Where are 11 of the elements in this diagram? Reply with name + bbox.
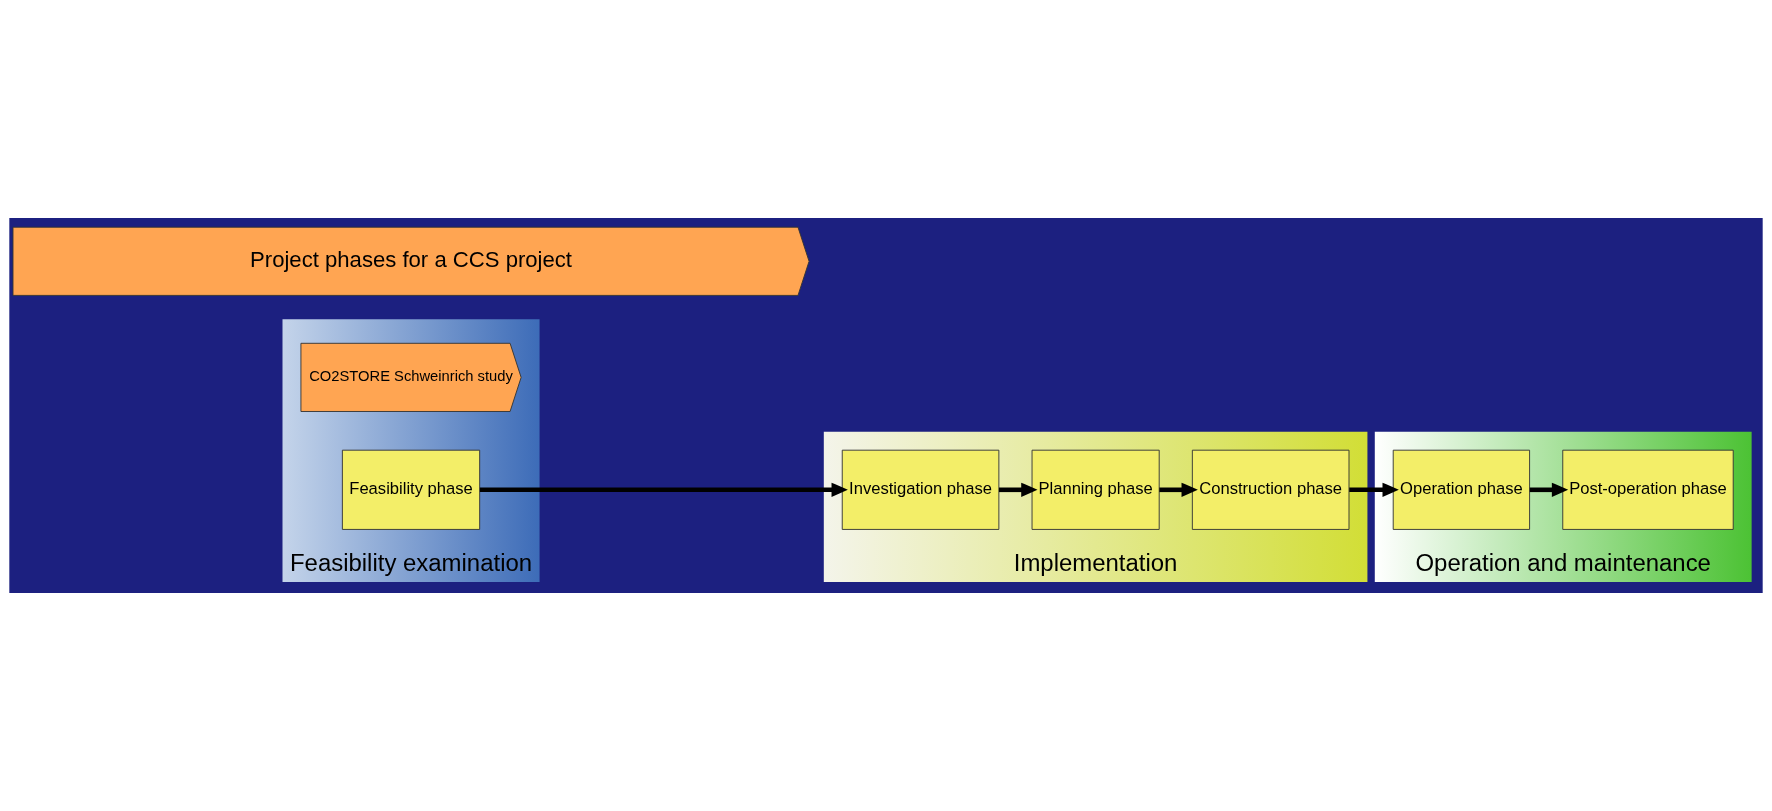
- node-box: Construction phase: [1191, 449, 1350, 530]
- node-box: Feasibility phase: [341, 449, 481, 530]
- node-box: Operation phase: [1392, 449, 1531, 530]
- arrow: [479, 482, 848, 497]
- node-box: Planning phase: [1031, 449, 1160, 530]
- arrow: [1349, 482, 1399, 497]
- arrow: [998, 482, 1038, 497]
- arrow: [1529, 482, 1569, 497]
- arrow: [1159, 482, 1198, 497]
- node-box: Post-operation phase: [1562, 449, 1734, 530]
- node-box: Investigation phase: [841, 449, 1000, 530]
